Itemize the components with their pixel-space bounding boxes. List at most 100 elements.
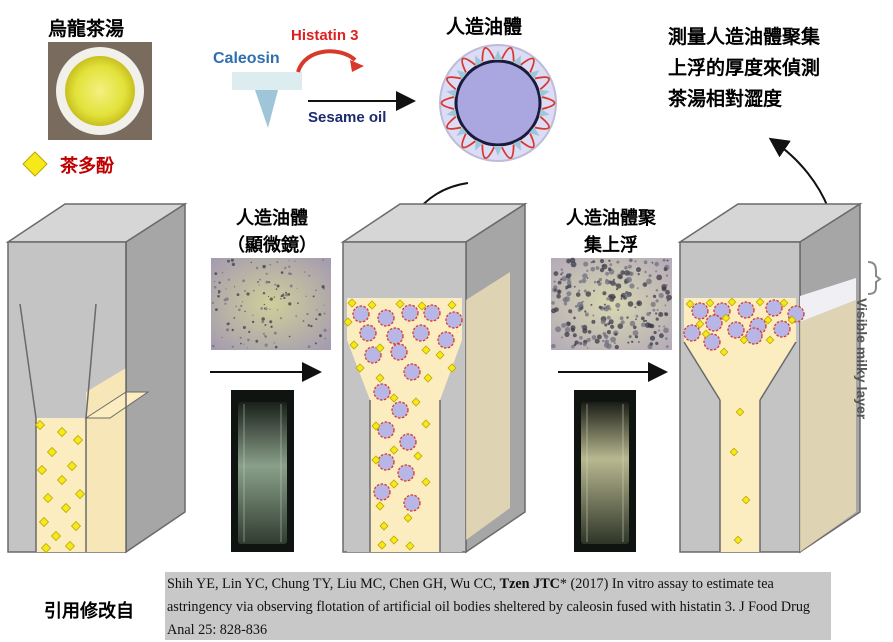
microscope-dot bbox=[269, 320, 273, 324]
microscope-dot bbox=[640, 316, 645, 321]
microscope-dot bbox=[586, 277, 589, 279]
polyphenol-diamond bbox=[421, 419, 431, 429]
microscope-dot bbox=[597, 334, 602, 340]
microscope-dot bbox=[267, 295, 270, 298]
microscope-dot bbox=[643, 319, 646, 323]
microscope-dot bbox=[629, 283, 635, 289]
histatin-loop bbox=[461, 57, 476, 73]
microscope-dot bbox=[661, 286, 667, 292]
polyphenol-particles bbox=[343, 298, 457, 551]
microscope-dot bbox=[641, 322, 646, 328]
polyphenol-diamond bbox=[727, 297, 737, 307]
microscope-dot bbox=[634, 335, 639, 339]
polyphenol-diamond bbox=[377, 540, 387, 550]
microscope-dot bbox=[257, 281, 259, 283]
microscope-dot bbox=[577, 289, 581, 292]
polyphenol-diamond bbox=[423, 373, 433, 383]
polyphenol-diamond bbox=[74, 488, 86, 500]
microscope-dot bbox=[664, 304, 667, 307]
oil-body-particle bbox=[403, 363, 421, 381]
microscope-dot bbox=[566, 291, 572, 297]
oolong-tea-label: 烏龍茶湯 bbox=[48, 18, 125, 40]
polyphenol-diamond bbox=[729, 447, 739, 457]
microscope-dot bbox=[602, 264, 605, 267]
microscope-dot bbox=[648, 274, 652, 278]
microscope-dot bbox=[584, 312, 589, 317]
microscope-dot bbox=[605, 278, 608, 282]
microscope-dot bbox=[578, 280, 583, 284]
microscope-dot bbox=[604, 339, 609, 344]
microscope-dot bbox=[240, 342, 242, 345]
polyphenol-diamond bbox=[343, 317, 353, 327]
histatin-loop bbox=[520, 133, 535, 149]
microscope-dot bbox=[231, 262, 234, 264]
caleosin-anchor bbox=[539, 108, 550, 117]
microscope-dot bbox=[636, 300, 643, 307]
microscope-dot bbox=[591, 319, 596, 324]
polyphenol-diamond bbox=[389, 479, 399, 489]
microscope-dot bbox=[666, 259, 669, 262]
microscope-dot bbox=[592, 314, 595, 317]
microscope-dot bbox=[594, 338, 600, 344]
microscope-dot bbox=[242, 326, 246, 329]
polyphenol-diamond bbox=[447, 363, 457, 373]
microscope-dot bbox=[644, 322, 651, 328]
microscope-dot bbox=[615, 302, 621, 308]
histatin-loop bbox=[501, 47, 515, 62]
microscope-dot bbox=[554, 288, 557, 291]
microscope-dot bbox=[586, 347, 589, 349]
oil-body-particle bbox=[437, 331, 455, 349]
oil-body-particle bbox=[745, 327, 763, 345]
microscope-dot bbox=[571, 344, 575, 349]
microscope-dot bbox=[551, 343, 556, 349]
polyphenol-particles bbox=[34, 419, 86, 554]
microscope-dot bbox=[274, 283, 277, 286]
microscope-dot bbox=[323, 304, 325, 306]
microscope-dot bbox=[270, 325, 273, 328]
microscope-dot bbox=[658, 325, 661, 328]
microscope-dot bbox=[322, 259, 325, 262]
microscope-dot bbox=[294, 260, 296, 262]
polyphenol-diamond bbox=[375, 501, 385, 511]
microscope-dot bbox=[261, 320, 265, 324]
measure-description: 測量人造油體聚集上浮的厚度來偵測茶湯相對澀度 bbox=[668, 26, 821, 110]
histatin-loop bbox=[481, 144, 495, 159]
microscope-dot bbox=[557, 289, 561, 293]
histatin-loop bbox=[534, 115, 550, 130]
histatin-loop bbox=[541, 96, 556, 110]
microscope-dot bbox=[595, 266, 600, 270]
microscope-dot bbox=[234, 286, 236, 288]
microscope-dot bbox=[646, 278, 652, 285]
microscope-dot bbox=[323, 328, 327, 332]
microscope-dot bbox=[566, 273, 571, 279]
microscope-dot bbox=[592, 260, 596, 263]
microscope-dot bbox=[626, 316, 629, 319]
polyphenol-diamond bbox=[695, 319, 705, 329]
microscope-dot bbox=[211, 301, 215, 304]
caleosin-anchor bbox=[475, 55, 483, 66]
microscope-dot bbox=[597, 281, 602, 286]
oil-body-particle bbox=[765, 299, 783, 317]
oil-body-particle bbox=[377, 421, 395, 439]
microscope-dot bbox=[307, 345, 311, 348]
microscope-dot bbox=[238, 308, 241, 312]
microscope-dot bbox=[606, 315, 611, 320]
caleosin-protein-icon bbox=[232, 49, 364, 128]
microscope-dot bbox=[655, 341, 659, 345]
microscope-dot bbox=[221, 336, 223, 339]
tea-polyphenol-label: 茶多酚 bbox=[60, 156, 114, 177]
polyphenol-diamond bbox=[50, 530, 62, 542]
microscope-dot bbox=[610, 324, 615, 329]
microscope-dot bbox=[276, 261, 279, 264]
oil-body-particle bbox=[445, 311, 463, 329]
microscope-dot bbox=[273, 296, 275, 298]
histatin-loop bbox=[534, 76, 550, 91]
microscope-dot bbox=[663, 325, 666, 328]
microscope-dot bbox=[227, 322, 230, 325]
microscope-dot bbox=[607, 267, 612, 272]
caleosin-label: Caleosin bbox=[213, 50, 280, 67]
microscope-dot bbox=[306, 312, 309, 316]
microscope-dot bbox=[574, 340, 579, 345]
microscope-dot bbox=[614, 344, 619, 350]
microscope-dot bbox=[221, 271, 224, 274]
